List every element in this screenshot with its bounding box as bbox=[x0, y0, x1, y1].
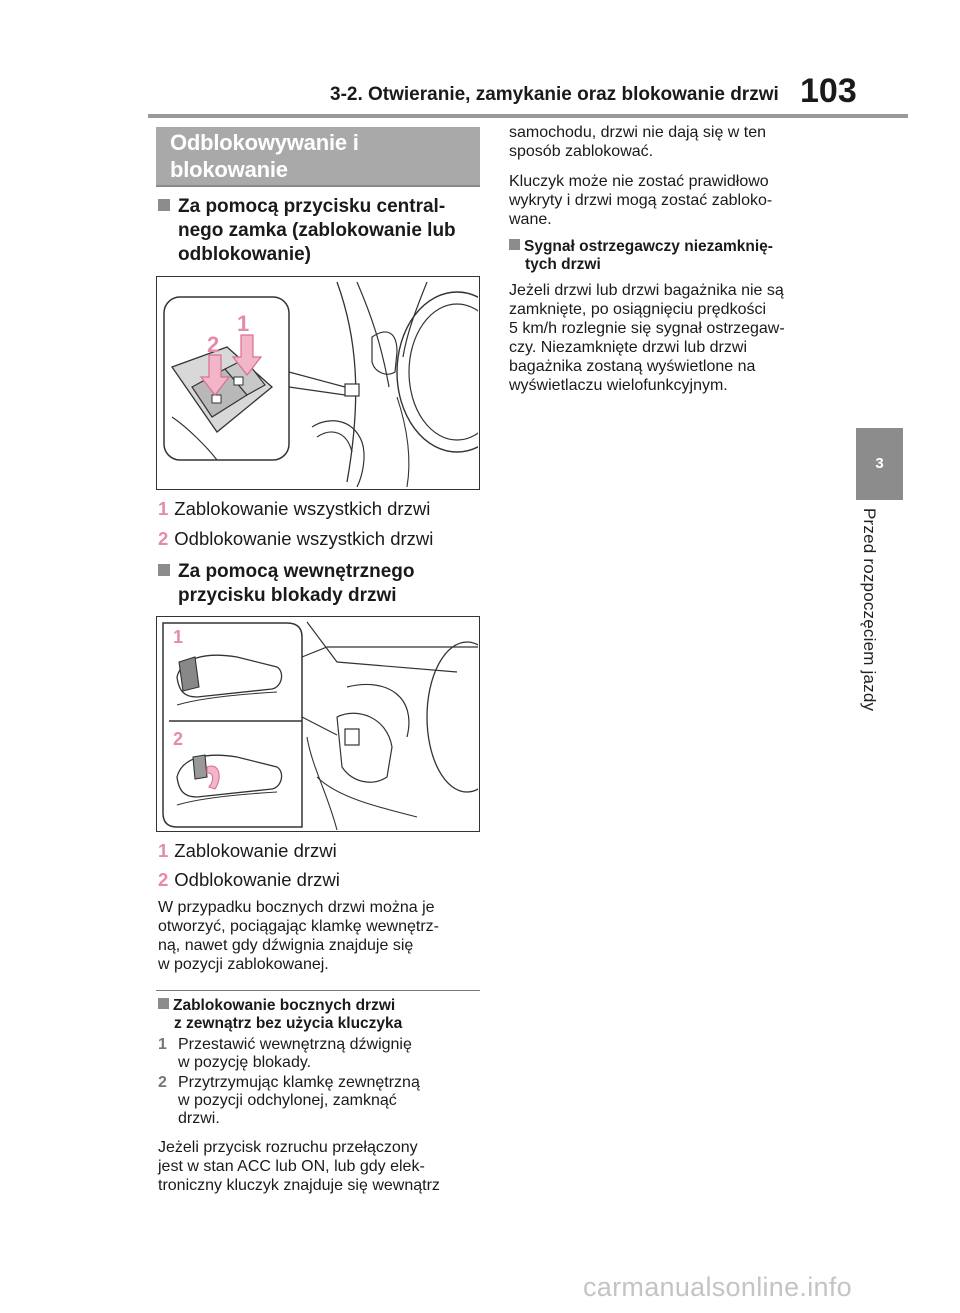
heading-central-lock: Za pomocą przycisku central- nego zamka … bbox=[158, 195, 488, 267]
heading-lock-from-outside: Zablokowanie bocznych drzwi z zewnątrz b… bbox=[158, 997, 488, 1033]
square-bullet-icon bbox=[158, 998, 169, 1009]
heading-inner-lock-button: Za pomocą wewnętrznego przycisku blokady… bbox=[158, 560, 488, 608]
callout-2: 2 bbox=[173, 729, 184, 749]
chapter-title-vertical: Przed rozpoczęciem jazdy bbox=[860, 508, 879, 712]
door-lock-illustration bbox=[162, 621, 508, 831]
page-number: 103 bbox=[800, 72, 857, 110]
watermark: carmanualsonline.info bbox=[583, 1272, 852, 1302]
section-title-box: Odblokowywanie i blokowanie drzwi od wew… bbox=[156, 127, 480, 209]
paragraph-acc-on: Jeżeli przycisk rozruchu przełączony jes… bbox=[158, 1139, 440, 1194]
paragraph-side-doors: W przypadku bocznych drzwi można je otwo… bbox=[158, 899, 439, 973]
running-header-title: 3-2. Otwieranie, zamykanie oraz blokowan… bbox=[330, 84, 779, 105]
callout-2: 2 bbox=[207, 332, 220, 357]
header-rule bbox=[148, 114, 908, 118]
figure-central-lock-switch: 1 2 bbox=[156, 276, 518, 490]
callout-1: 1 bbox=[173, 627, 184, 647]
heading-door-warning: Sygnał ostrzegawczy niezamknię- tych drz… bbox=[509, 238, 849, 274]
section-title-line1: Odblokowywanie i blokowanie bbox=[170, 130, 359, 182]
square-bullet-icon bbox=[158, 564, 170, 576]
figure-inner-door-lock: 1 2 bbox=[156, 616, 508, 832]
paragraph-key-detection: Kluczyk może nie zostać prawidłowo wykry… bbox=[509, 173, 773, 228]
paragraph-warning-buzzer: Jeżeli drzwi lub drzwi bagażnika nie są … bbox=[509, 282, 785, 394]
section-title-line2: drzwi od wewnątrz bbox=[170, 184, 361, 209]
chapter-tab: 3 bbox=[856, 428, 903, 500]
square-bullet-icon bbox=[158, 199, 170, 211]
callout-1: 1 bbox=[237, 311, 250, 336]
square-bullet-icon bbox=[509, 239, 520, 250]
central-lock-illustration bbox=[163, 281, 518, 488]
section-title-rule bbox=[156, 185, 480, 187]
paragraph-continued: samochodu, drzwi nie dają się w ten spos… bbox=[509, 124, 767, 160]
divider-line bbox=[156, 990, 480, 991]
